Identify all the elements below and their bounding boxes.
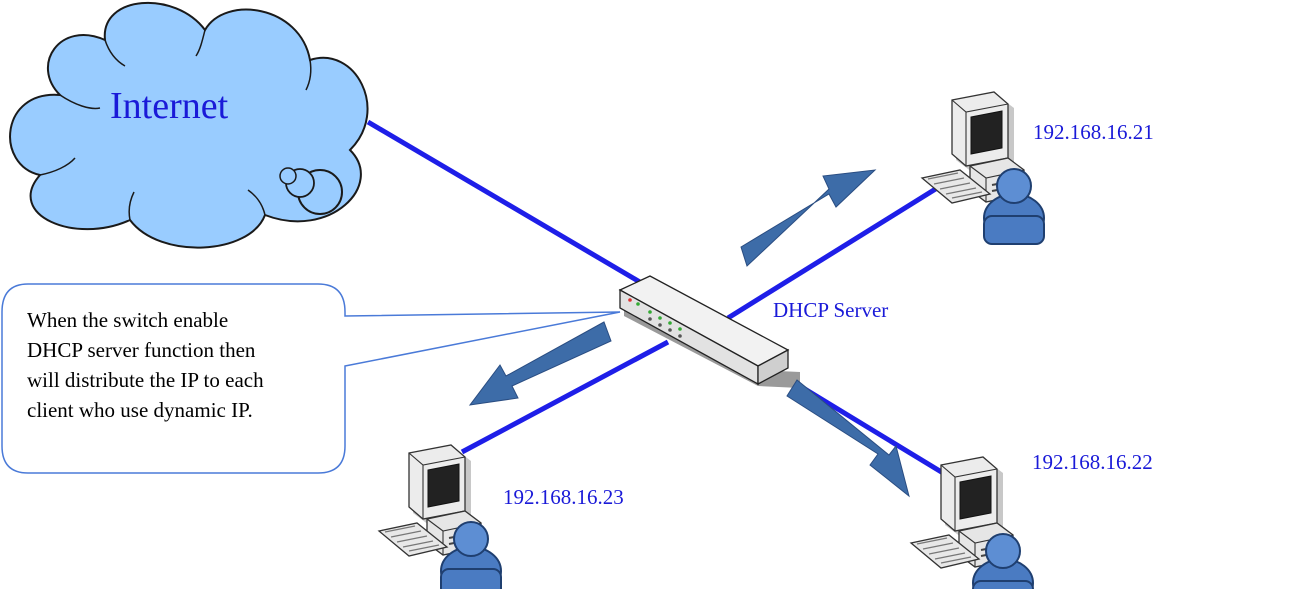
client-23: 192.168.16.23 — [378, 444, 624, 589]
network-switch-icon — [618, 275, 800, 388]
link-switch-client-23 — [460, 339, 670, 455]
arrow-to-client-22 — [786, 379, 910, 498]
callout-line-2: DHCP server function then — [27, 338, 256, 362]
client-21: 192.168.16.21 — [921, 91, 1154, 245]
client-ip-label: 192.168.16.22 — [1032, 450, 1153, 474]
computer-user-icon — [910, 456, 1034, 589]
cloud-icon — [9, 1, 369, 249]
client-ip-label: 192.168.16.23 — [503, 485, 624, 509]
callout-box — [1, 283, 621, 474]
link-switch-client-21 — [726, 177, 952, 321]
switch-label: DHCP Server — [773, 298, 888, 322]
callout-line-3: will distribute the IP to each — [27, 368, 264, 392]
client-ip-label: 192.168.16.21 — [1033, 120, 1154, 144]
callout-line-1: When the switch enable — [27, 308, 228, 332]
computer-user-icon — [921, 91, 1045, 245]
computer-user-icon — [378, 444, 502, 589]
distribution-arrows — [468, 169, 910, 498]
arrow-to-client-23 — [468, 321, 612, 406]
link-internet-switch — [366, 119, 652, 291]
arrow-to-client-21 — [740, 169, 877, 267]
client-22: 192.168.16.22 — [910, 450, 1153, 589]
callout-line-4: client who use dynamic IP. — [27, 398, 253, 422]
cloud-label: Internet — [110, 85, 229, 127]
